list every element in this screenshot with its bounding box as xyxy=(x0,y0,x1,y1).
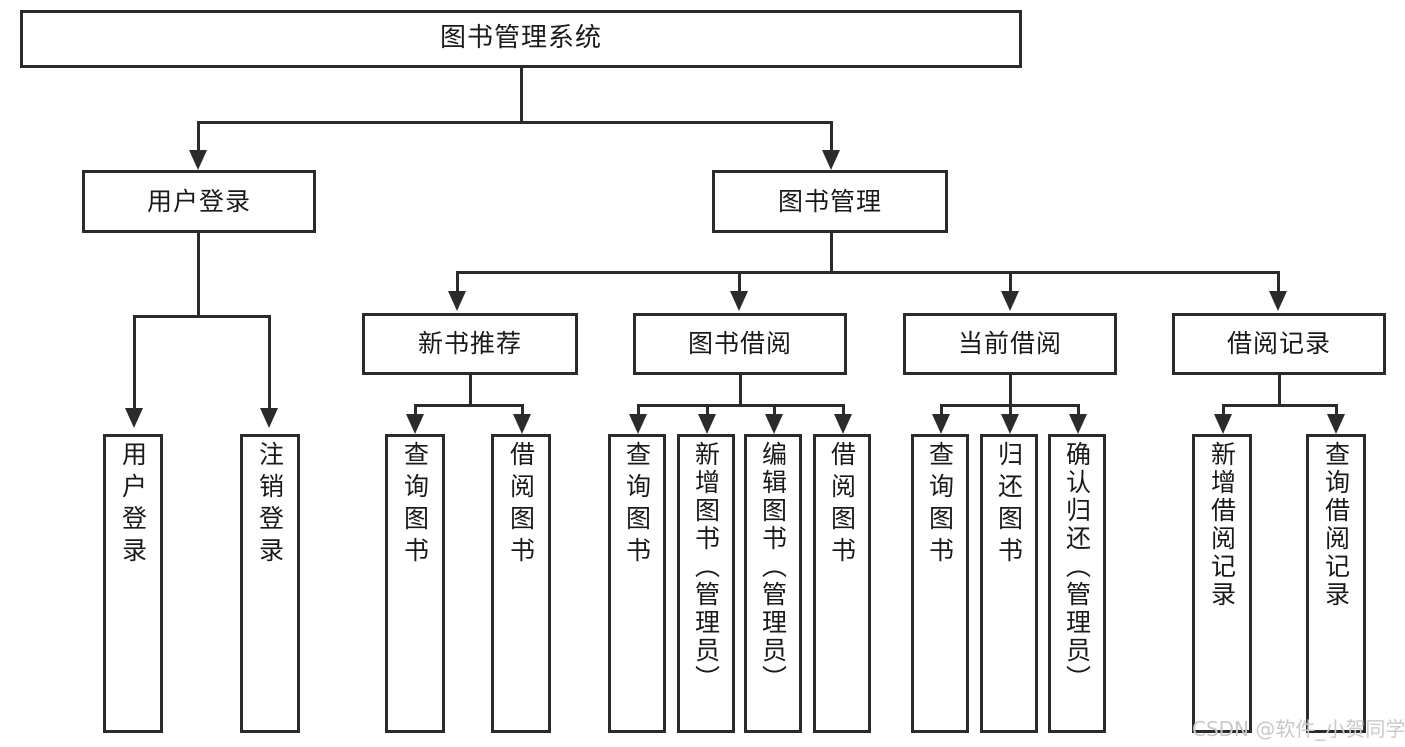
arrowhead-book-borrow xyxy=(730,291,748,311)
node-label: 归还图书 xyxy=(994,441,1024,569)
connector-to-new-book-recommend xyxy=(456,271,459,293)
connector-book-borrow-trunk xyxy=(739,375,742,406)
connector-new-book-recommend-trunk xyxy=(469,375,472,406)
node-label: 用户登录 xyxy=(118,441,148,569)
node-label: 查询图书 xyxy=(622,441,652,569)
connector-to-leaf-return-book xyxy=(1009,404,1012,417)
arrowhead-leaf-user-login xyxy=(125,408,143,428)
node-leaf-return-book[interactable]: 归还图书 xyxy=(980,434,1038,733)
arrowhead-leaf-borrow-book-1 xyxy=(513,414,531,434)
node-label: 图书管理 xyxy=(777,186,882,216)
node-label: 确认归还（管理员） xyxy=(1062,441,1092,693)
connector-root-trunk xyxy=(520,68,523,124)
connector-to-leaf-query-book-2 xyxy=(637,404,640,417)
arrowhead-leaf-add-record xyxy=(1214,414,1232,434)
connector-to-book-borrow xyxy=(738,271,741,293)
arrowhead-leaf-return-book xyxy=(1001,414,1019,434)
connector-to-leaf-borrow-book-2 xyxy=(842,404,845,417)
arrowhead-leaf-confirm-return xyxy=(1069,414,1087,434)
connector-new-book-recommend-bar xyxy=(414,404,524,407)
connector-user-login-trunk xyxy=(197,233,200,317)
arrowhead-leaf-borrow-book-2 xyxy=(834,414,852,434)
node-label: 编辑图书（管理员） xyxy=(758,441,788,693)
connector-to-leaf-user-login xyxy=(133,315,136,411)
arrowhead-borrow-record xyxy=(1269,291,1287,311)
connector-to-leaf-edit-book xyxy=(773,404,776,417)
connector-to-borrow-record xyxy=(1277,271,1280,293)
connector-to-leaf-query-record xyxy=(1335,404,1338,417)
connector-to-leaf-borrow-book-1 xyxy=(521,404,524,417)
node-leaf-user-login[interactable]: 用户登录 xyxy=(103,434,163,733)
node-label: 图书借阅 xyxy=(687,329,792,358)
node-book-borrow[interactable]: 图书借阅 xyxy=(633,313,847,375)
connector-book-borrow-bar xyxy=(637,404,845,407)
arrowhead-leaf-edit-book xyxy=(765,414,783,434)
node-label: 借阅图书 xyxy=(827,441,857,569)
node-leaf-query-book-2[interactable]: 查询图书 xyxy=(608,434,666,733)
node-leaf-query-book-3[interactable]: 查询图书 xyxy=(911,434,969,733)
node-leaf-add-book[interactable]: 新增图书（管理员） xyxy=(677,434,735,733)
connector-borrow-record-bar xyxy=(1222,404,1338,407)
node-label: 新书推荐 xyxy=(417,329,522,358)
node-leaf-borrow-book-1[interactable]: 借阅图书 xyxy=(491,434,551,733)
node-leaf-query-record[interactable]: 查询借阅记录 xyxy=(1306,434,1366,733)
node-root-book-management-system[interactable]: 图书管理系统 xyxy=(20,10,1022,68)
connector-root-to-user-login xyxy=(197,121,200,153)
node-leaf-edit-book[interactable]: 编辑图书（管理员） xyxy=(744,434,802,733)
node-borrow-record[interactable]: 借阅记录 xyxy=(1172,313,1386,375)
arrowhead-current-borrow xyxy=(1001,291,1019,311)
csdn-watermark: CSDN @软件_小贺同学 xyxy=(1192,717,1405,741)
arrowhead-leaf-query-book-3 xyxy=(932,414,950,434)
node-leaf-add-record[interactable]: 新增借阅记录 xyxy=(1192,434,1252,733)
node-label: 查询图书 xyxy=(400,441,430,569)
connector-to-leaf-query-book-3 xyxy=(940,404,943,417)
node-current-borrow[interactable]: 当前借阅 xyxy=(903,313,1117,375)
connector-to-leaf-add-record xyxy=(1222,404,1225,417)
node-new-book-recommend[interactable]: 新书推荐 xyxy=(362,313,578,375)
connector-to-current-borrow xyxy=(1009,271,1012,293)
arrowhead-leaf-add-book xyxy=(698,414,716,434)
connector-borrow-record-trunk xyxy=(1278,375,1281,406)
node-label: 查询借阅记录 xyxy=(1321,441,1351,609)
connector-to-leaf-query-book-1 xyxy=(414,404,417,417)
arrowhead-book-management xyxy=(822,150,840,170)
node-user-login[interactable]: 用户登录 xyxy=(82,170,316,233)
node-label: 查询图书 xyxy=(925,441,955,569)
node-leaf-query-book-1[interactable]: 查询图书 xyxy=(385,434,445,733)
node-label: 当前借阅 xyxy=(957,329,1062,358)
node-leaf-borrow-book-2[interactable]: 借阅图书 xyxy=(813,434,871,733)
connector-root-bar xyxy=(197,121,833,124)
node-label: 新增图书（管理员） xyxy=(691,441,721,693)
arrowhead-user-login xyxy=(189,150,207,170)
arrowhead-leaf-query-book-2 xyxy=(629,414,647,434)
connector-user-login-bar xyxy=(133,315,270,318)
node-label: 新增借阅记录 xyxy=(1207,441,1237,609)
node-label: 借阅记录 xyxy=(1226,329,1331,358)
connector-root-to-book-management xyxy=(830,121,833,153)
arrowhead-new-book-recommend xyxy=(448,291,466,311)
arrowhead-leaf-query-record xyxy=(1327,414,1345,434)
connector-book-management-trunk xyxy=(830,233,833,274)
node-label: 借阅图书 xyxy=(506,441,536,569)
connector-to-leaf-add-book xyxy=(706,404,709,417)
connector-book-management-bar xyxy=(456,271,1280,274)
node-label: 用户登录 xyxy=(146,186,251,216)
node-leaf-logout-login[interactable]: 注销登录 xyxy=(240,434,300,733)
node-leaf-confirm-return[interactable]: 确认归还（管理员） xyxy=(1048,434,1106,733)
node-book-management[interactable]: 图书管理 xyxy=(712,170,948,233)
node-label: 图书管理系统 xyxy=(439,23,602,54)
connector-current-borrow-trunk xyxy=(1009,375,1012,406)
connector-to-leaf-confirm-return xyxy=(1077,404,1080,417)
arrowhead-leaf-logout-login xyxy=(260,408,278,428)
node-label: 注销登录 xyxy=(255,441,285,569)
connector-to-leaf-logout-login xyxy=(268,315,271,411)
arrowhead-leaf-query-book-1 xyxy=(406,414,424,434)
